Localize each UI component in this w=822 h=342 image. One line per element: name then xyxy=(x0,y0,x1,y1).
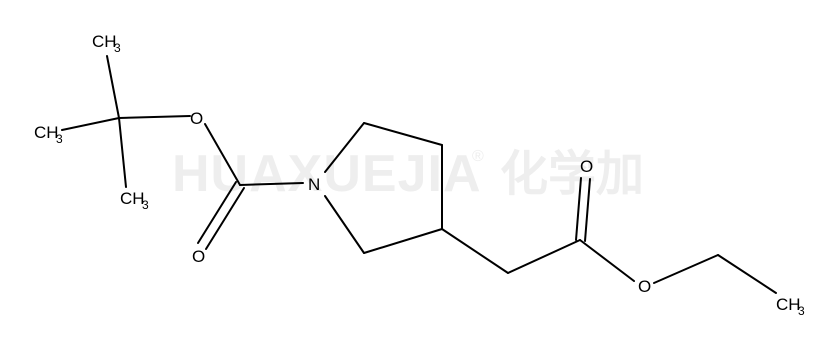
atom-o-ether-ester: O xyxy=(638,277,651,296)
bond-ester-co-double-b xyxy=(584,178,591,242)
methyl-left-subscript: 3 xyxy=(56,132,63,146)
bond-ring-to-ch2 xyxy=(441,228,509,274)
methyl-bottom-subscript: 3 xyxy=(142,198,149,212)
watermark-latin: HUAXUEJIA xyxy=(172,145,482,203)
bond-ether-o-to-ch2 xyxy=(653,254,719,284)
bond-c5-to-n xyxy=(324,195,365,254)
bond-ether-o-to-carbonyl-c xyxy=(204,123,241,186)
atom-o-carbonyl-ester: O xyxy=(580,157,593,176)
bond-carbonyl-c-to-n xyxy=(239,182,304,186)
bond-c4-to-c5 xyxy=(363,228,443,254)
methyl-bottom-ch: CH xyxy=(120,189,145,208)
bond-ester-c-to-ether-o xyxy=(579,239,635,282)
bond-ch2-to-ch3 xyxy=(717,254,777,294)
bond-carbamate-co-double-b xyxy=(205,187,245,250)
watermark: HUAXUEJIA ® 化学加 xyxy=(172,145,644,203)
bonds xyxy=(61,55,777,294)
atom-labels: O O N O O CH 3 CH 3 CH 3 CH 3 xyxy=(34,32,805,318)
bond-quaternary-c-to-ch3-top xyxy=(106,55,120,119)
watermark-cjk: 化学加 xyxy=(500,146,644,202)
methyl-top-subscript: 3 xyxy=(114,41,121,55)
methyl-bottom: CH 3 xyxy=(120,189,149,212)
methyl-ethyl: CH 3 xyxy=(776,295,805,318)
watermark-registered-mark: ® xyxy=(472,148,484,165)
methyl-left-ch: CH xyxy=(34,123,59,142)
bond-ester-co-double-a xyxy=(575,177,582,241)
methyl-ethyl-ch: CH xyxy=(776,295,801,314)
methyl-top: CH 3 xyxy=(92,32,121,55)
methyl-left: CH 3 xyxy=(34,123,63,146)
atom-o-ether-boc: O xyxy=(190,109,203,128)
atom-n-ring: N xyxy=(308,175,320,194)
bond-quaternary-c-to-ether-o xyxy=(118,115,191,119)
bond-quaternary-c-to-ch3-left xyxy=(61,117,120,131)
bond-c2-to-c3 xyxy=(363,122,443,146)
bond-quaternary-c-to-ch3-bottom xyxy=(118,117,127,188)
methyl-ethyl-subscript: 3 xyxy=(798,304,805,318)
bond-n-to-c2 xyxy=(324,122,365,173)
methyl-top-ch: CH xyxy=(92,32,117,51)
atom-o-carbonyl-boc: O xyxy=(192,247,205,266)
bond-carbamate-co-double-a xyxy=(197,181,237,244)
bond-ch2-to-ester-c xyxy=(507,239,581,274)
